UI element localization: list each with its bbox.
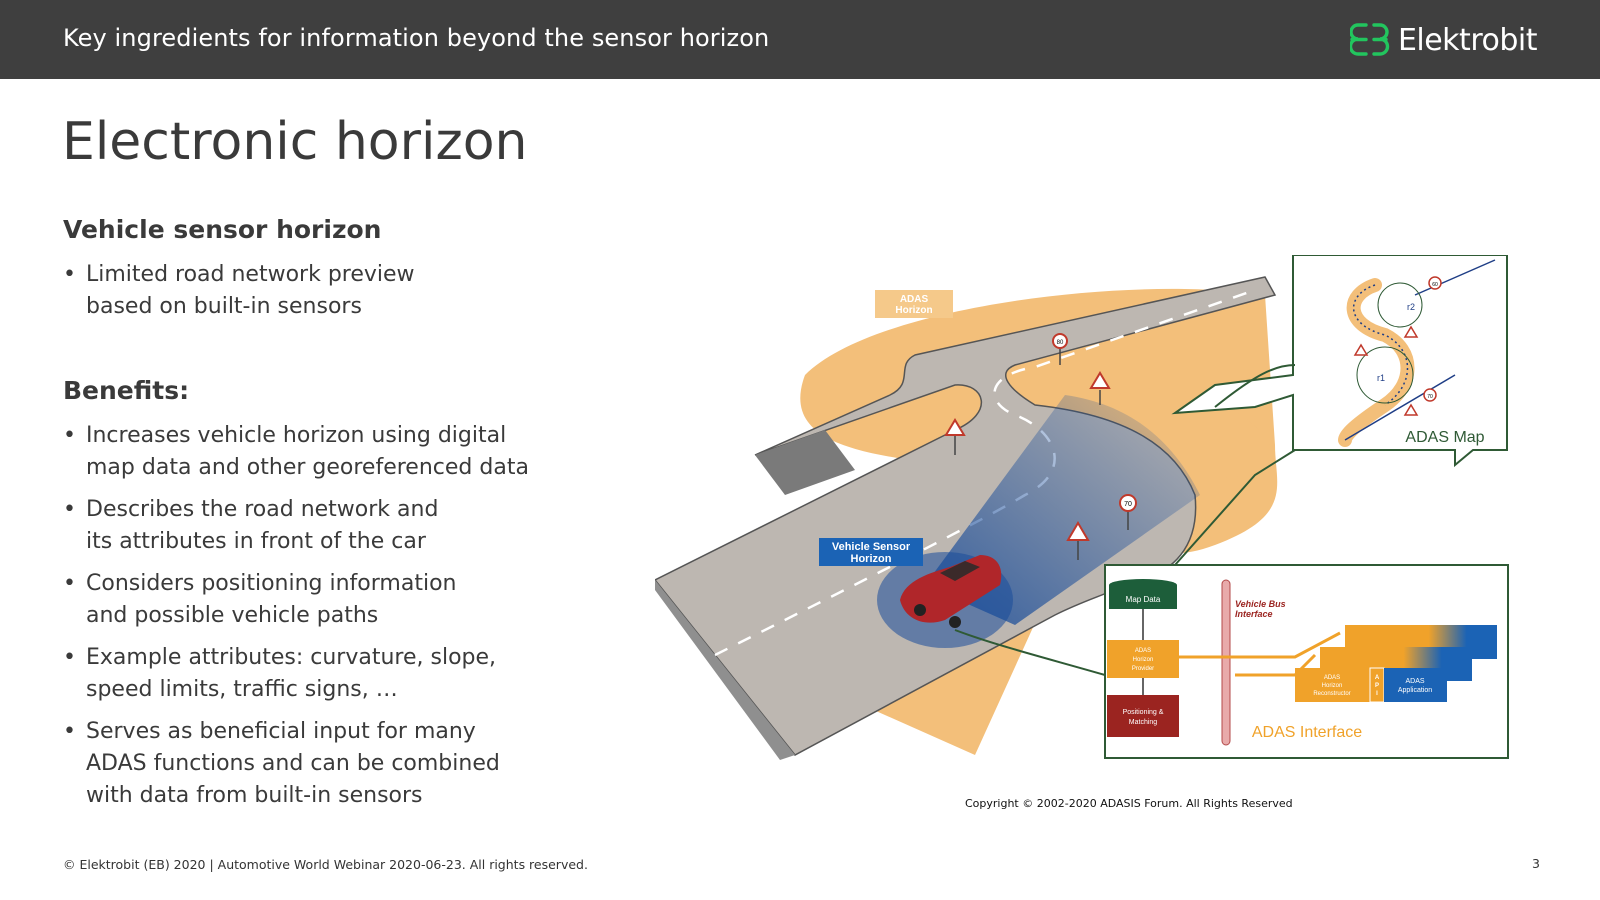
svg-text:ADAS: ADAS <box>1135 648 1151 654</box>
svg-text:Interface: Interface <box>1235 609 1273 619</box>
slide-title: Electronic horizon <box>62 112 528 172</box>
road <box>655 276 1277 760</box>
footer-text: © Elektrobit (EB) 2020 | Automotive Worl… <box>63 857 588 872</box>
svg-text:ADAS: ADAS <box>1324 675 1340 681</box>
list-item: Increases vehicle horizon using digital … <box>63 420 563 484</box>
svg-text:ADAS: ADAS <box>1405 678 1424 685</box>
adas-interface-panel: Map Data ADAS Horizon Provider Positioni… <box>954 449 1509 759</box>
svg-text:I: I <box>1376 691 1378 697</box>
car-icon <box>900 555 1002 628</box>
list-item: Example attributes: curvature, slope, sp… <box>63 642 563 706</box>
list-item: Limited road network preview based on bu… <box>63 259 563 323</box>
header-bar: Key ingredients for information beyond t… <box>0 0 1600 79</box>
svg-text:60: 60 <box>1432 282 1438 288</box>
svg-text:Horizon: Horizon <box>895 305 932 316</box>
svg-text:A: A <box>1375 675 1380 681</box>
svg-text:ADAS: ADAS <box>900 294 929 305</box>
adas-map-label: ADAS Map <box>1405 429 1484 446</box>
svg-text:Positioning &: Positioning & <box>1123 709 1164 716</box>
svg-text:Horizon: Horizon <box>1133 657 1154 663</box>
sign-speed-label: 80 <box>1057 340 1064 346</box>
svg-text:Reconstructor: Reconstructor <box>1313 691 1350 697</box>
figure-copyright: Copyright © 2002-2020 ADASIS Forum. All … <box>965 797 1293 810</box>
sensor-horizon-list: Limited road network preview based on bu… <box>63 259 563 333</box>
logo-text: Elektrobit <box>1397 22 1538 58</box>
adas-interface-label: ADAS Interface <box>1252 724 1362 741</box>
svg-text:Vehicle Sensor: Vehicle Sensor <box>832 541 911 553</box>
svg-text:Matching: Matching <box>1129 719 1158 726</box>
sensor-horizon-heading: Vehicle sensor horizon <box>63 215 382 244</box>
svg-text:Horizon: Horizon <box>1322 683 1343 689</box>
list-item: Serves as beneficial input for many ADAS… <box>63 716 563 812</box>
electronic-horizon-diagram: 80 70 ADAS Horizon Vehicle Sensor Horizo… <box>655 255 1509 760</box>
adas-map-panel: r2 r1 60 70 ADAS Map <box>1171 255 1508 468</box>
list-item: Describes the road network and its attri… <box>63 494 563 558</box>
vehicle-bus-label: Vehicle Bus <box>1235 599 1286 609</box>
svg-text:Horizon: Horizon <box>851 553 892 565</box>
svg-text:Application: Application <box>1398 687 1432 694</box>
svg-text:Provider: Provider <box>1132 666 1154 672</box>
map-data-label: Map Data <box>1126 595 1161 604</box>
elektrobit-logo: Elektrobit <box>1349 20 1538 60</box>
sign-speed-label: 70 <box>1124 501 1132 508</box>
vehicle-sensor-horizon-tag: Vehicle Sensor Horizon <box>819 538 923 566</box>
adas-horizon-tag: ADAS Horizon <box>875 290 953 318</box>
r1-label: r1 <box>1377 373 1385 383</box>
benefits-heading: Benefits: <box>63 376 190 405</box>
page-number: 3 <box>1532 856 1540 871</box>
list-item: Considers positioning information and po… <box>63 568 563 632</box>
r2-label: r2 <box>1407 302 1415 312</box>
eb-logo-icon <box>1349 23 1390 56</box>
svg-text:P: P <box>1375 683 1379 689</box>
svg-text:70: 70 <box>1427 394 1433 400</box>
road-signs: 80 70 <box>944 333 1137 560</box>
benefits-list: Increases vehicle horizon using digital … <box>63 420 563 822</box>
header-title: Key ingredients for information beyond t… <box>63 24 770 52</box>
